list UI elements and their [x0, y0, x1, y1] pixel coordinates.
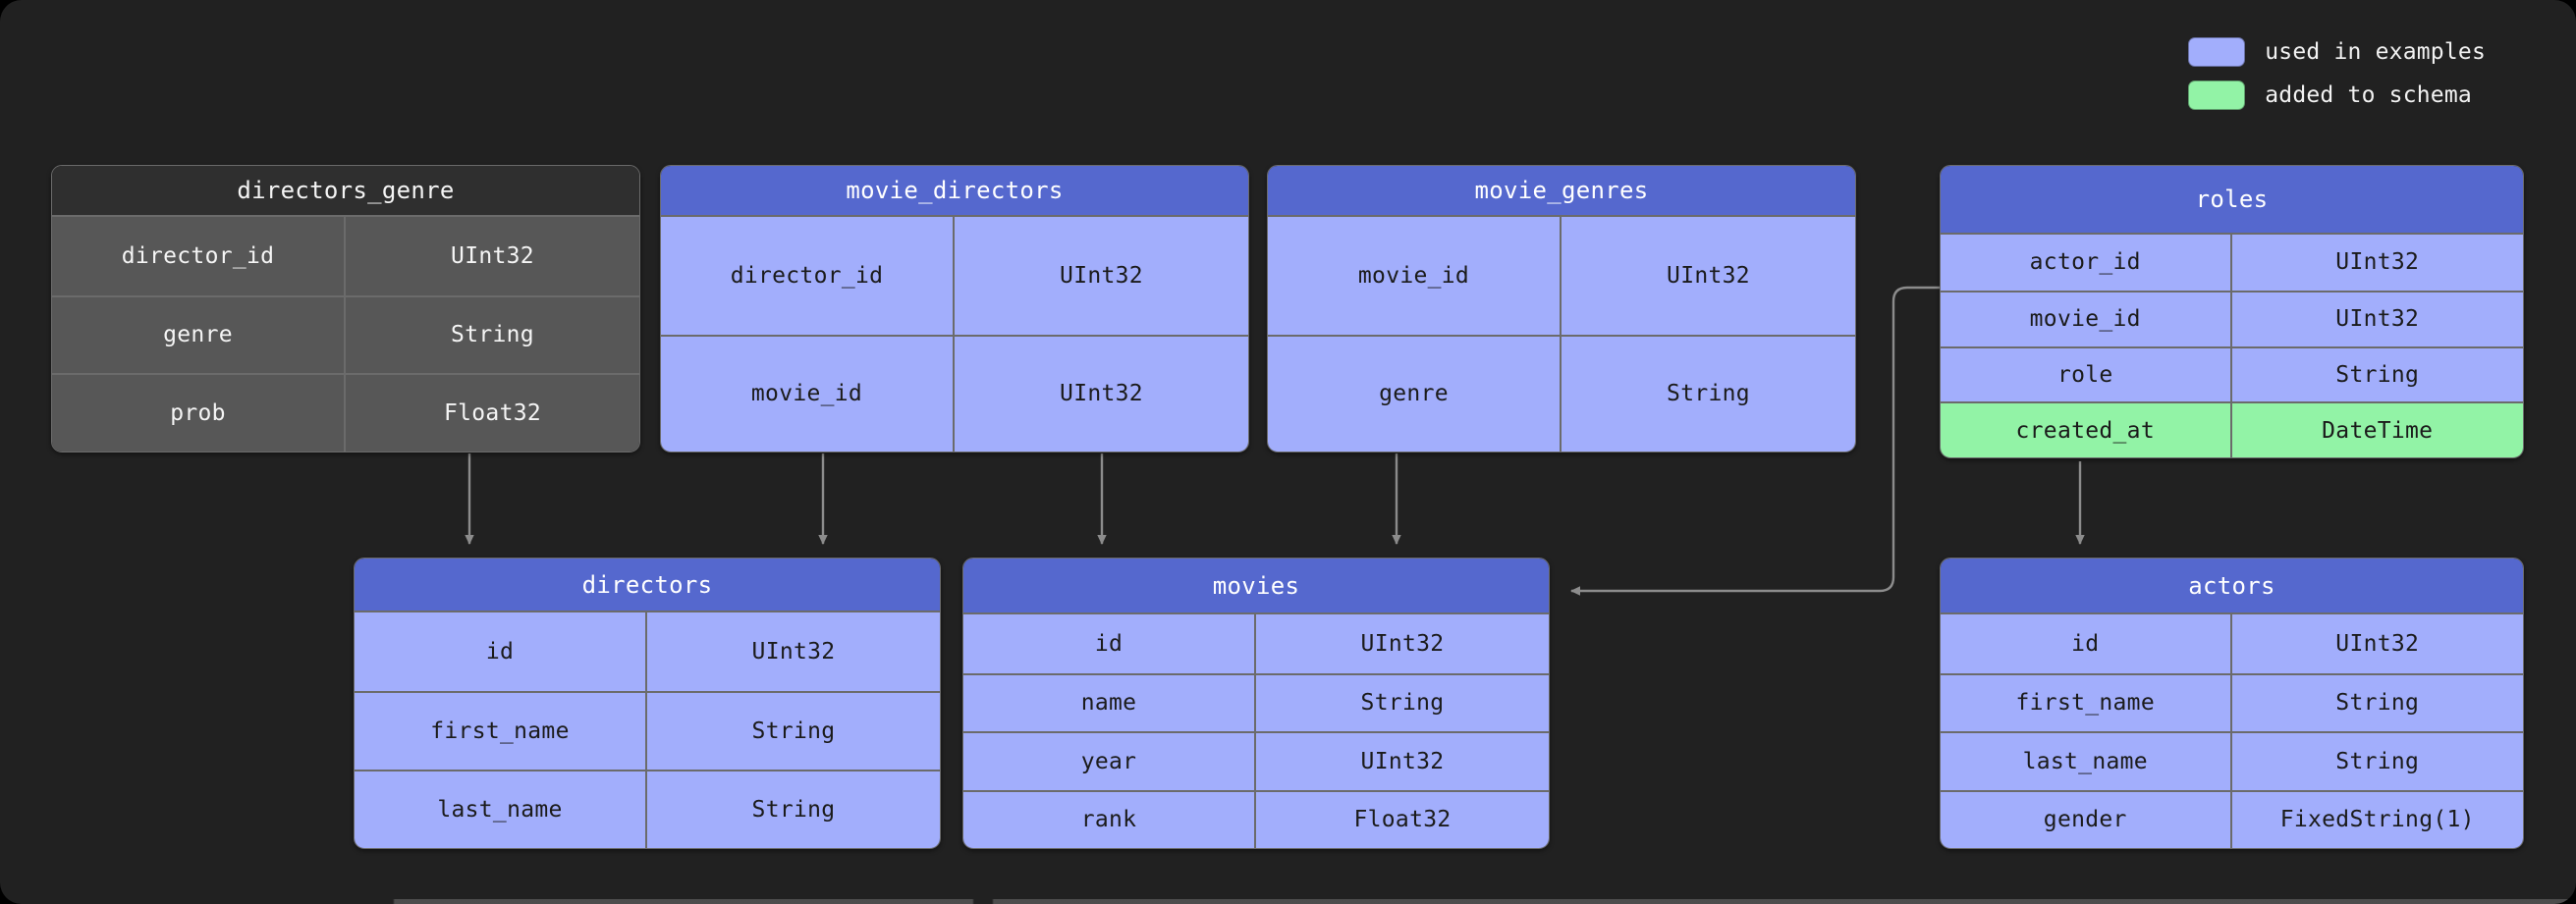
table-title: directors_genre [52, 166, 639, 217]
color-swatch-icon [2188, 37, 2246, 67]
table-title: directors [355, 558, 940, 612]
table-title: movies [963, 558, 1549, 614]
column-name: prob [52, 375, 346, 452]
column-name: last_name [1941, 733, 2232, 790]
table-row[interactable]: rank Float32 [963, 789, 1549, 848]
legend-item-used-in-examples: used in examples [2188, 37, 2486, 67]
column-name: id [963, 614, 1256, 673]
column-name: genre [52, 296, 346, 374]
column-type: FixedString(1) [2279, 807, 2475, 833]
table-row[interactable]: first_name String [355, 691, 940, 770]
column-type: UInt32 [1060, 381, 1143, 407]
column-name: created_at [1941, 403, 2232, 457]
column-name: role [1941, 347, 2232, 402]
table-row[interactable]: id UInt32 [355, 612, 940, 691]
column-name: first_name [355, 693, 647, 770]
table-title: movie_directors [661, 166, 1248, 217]
table-row[interactable]: created_at DateTime [1941, 401, 2523, 457]
column-type: UInt32 [1360, 630, 1445, 657]
column-type: String [1360, 690, 1445, 717]
column-type: String [451, 322, 534, 348]
column-type: String [751, 718, 836, 744]
table-row[interactable]: id UInt32 [963, 614, 1549, 673]
table-row[interactable]: actor_id UInt32 [1941, 235, 2523, 291]
column-type: String [2335, 748, 2420, 774]
column-type: UInt32 [1360, 748, 1445, 774]
legend-label: added to schema [2265, 81, 2472, 108]
table-row[interactable]: movie_id UInt32 [1941, 290, 2523, 346]
table-row[interactable]: id UInt32 [1941, 614, 2523, 673]
column-name: name [963, 674, 1256, 731]
bottom-edge-artifact [0, 899, 2576, 904]
column-type: String [1667, 381, 1750, 407]
column-type: Float32 [443, 400, 542, 427]
table-row[interactable]: director_id UInt32 [52, 217, 639, 295]
table-row[interactable]: role String [1941, 346, 2523, 402]
table-row[interactable]: prob Float32 [52, 373, 639, 452]
column-name: gender [1941, 791, 2232, 848]
column-name: rank [963, 791, 1256, 848]
column-type: UInt32 [2335, 306, 2420, 333]
column-type: String [751, 797, 836, 823]
column-name: first_name [1941, 674, 2232, 731]
column-type: String [2335, 690, 2420, 717]
table-title: actors [1941, 558, 2523, 614]
table-row[interactable]: last_name String [1941, 731, 2523, 790]
column-name: year [963, 733, 1256, 790]
column-name: director_id [661, 217, 955, 335]
column-type: UInt32 [2335, 249, 2420, 276]
table-row[interactable]: genre String [1268, 334, 1855, 452]
table-row[interactable]: first_name String [1941, 672, 2523, 731]
column-name: id [1941, 614, 2232, 673]
column-type: UInt32 [751, 639, 836, 665]
column-name: genre [1268, 336, 1562, 452]
column-type: UInt32 [451, 242, 534, 269]
legend: used in examples added to schema [2188, 37, 2486, 110]
column-name: movie_id [1941, 292, 2232, 346]
column-type: UInt32 [1060, 262, 1143, 289]
legend-label: used in examples [2265, 38, 2486, 65]
column-type: String [2335, 361, 2420, 388]
column-type: UInt32 [1667, 262, 1750, 289]
table-row[interactable]: last_name String [355, 770, 940, 848]
column-type: Float32 [1353, 807, 1452, 833]
column-name: id [355, 612, 647, 691]
column-type: UInt32 [2335, 630, 2420, 657]
column-name: movie_id [1268, 217, 1562, 335]
column-name: director_id [52, 217, 346, 295]
legend-item-added-to-schema: added to schema [2188, 80, 2472, 110]
column-name: last_name [355, 771, 647, 848]
table-row[interactable]: gender FixedString(1) [1941, 789, 2523, 848]
table-row[interactable]: director_id UInt32 [661, 217, 1248, 335]
table-row[interactable]: name String [963, 672, 1549, 731]
column-name: movie_id [661, 336, 955, 452]
table-row[interactable]: year UInt32 [963, 731, 1549, 790]
color-swatch-icon [2188, 80, 2246, 110]
table-row[interactable]: genre String [52, 294, 639, 374]
table-row[interactable]: movie_id UInt32 [661, 334, 1248, 452]
table-title: movie_genres [1268, 166, 1855, 217]
table-title: roles [1941, 166, 2523, 235]
table-row[interactable]: movie_id UInt32 [1268, 217, 1855, 335]
column-type: DateTime [2322, 417, 2434, 444]
column-name: actor_id [1941, 235, 2232, 291]
